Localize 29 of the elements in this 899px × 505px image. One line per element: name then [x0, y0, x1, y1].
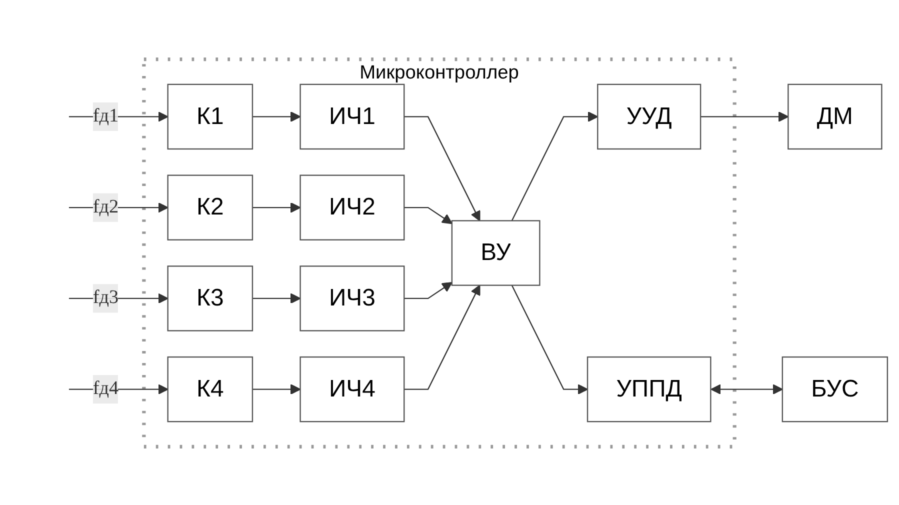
node-box: ИЧ3	[300, 265, 405, 331]
node-box: УУД	[597, 83, 702, 150]
node-box: К1	[167, 83, 254, 150]
arrow	[404, 116, 480, 221]
node-box: ИЧ2	[300, 174, 405, 240]
edge-label: fд4	[92, 378, 119, 398]
edge-label: fд2	[92, 196, 119, 217]
node-box: ДМ	[788, 83, 882, 150]
arrow	[710, 384, 783, 394]
node-box: ИЧ4	[300, 356, 405, 422]
node-box: К4	[167, 356, 254, 422]
node-box: К3	[167, 265, 254, 331]
arrow	[511, 284, 588, 394]
arrow	[700, 110, 789, 122]
arrow	[404, 284, 480, 390]
arrow	[511, 110, 598, 220]
node-box: ВУ	[451, 220, 540, 286]
node-box: К2	[167, 174, 254, 240]
edge-label: fд1	[92, 105, 119, 126]
edge-label: fд3	[92, 287, 119, 308]
node-box: ИЧ1	[300, 83, 405, 150]
arrow	[252, 110, 301, 122]
arrow	[404, 281, 452, 299]
node-box: БУС	[782, 356, 888, 422]
arrow	[404, 206, 452, 224]
node-box: УППД	[586, 356, 712, 422]
arrow	[252, 292, 301, 304]
arrow	[252, 384, 301, 394]
arrow	[252, 202, 301, 212]
